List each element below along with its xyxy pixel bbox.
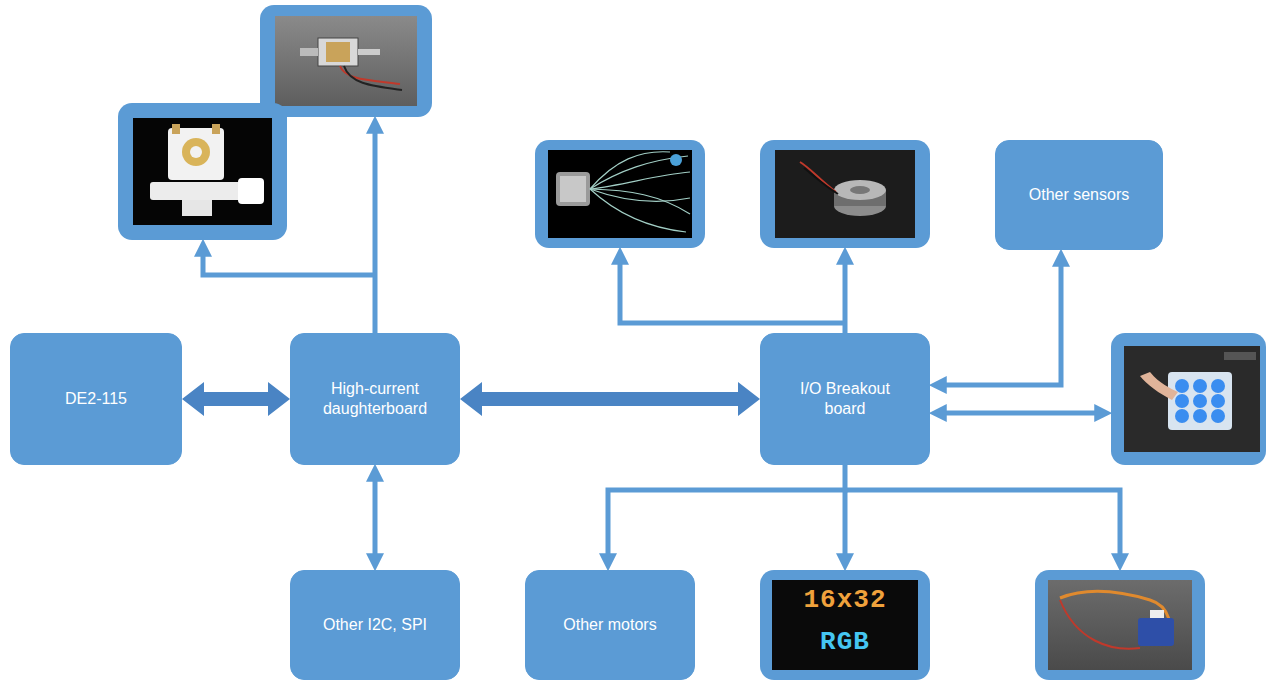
fiber-light-picture bbox=[535, 140, 705, 248]
connector-arrow bbox=[608, 465, 845, 560]
box-label: DE2-115 bbox=[65, 389, 127, 409]
box-label: I/O Breakout board bbox=[790, 379, 900, 419]
keypad-picture bbox=[1111, 333, 1266, 465]
servo-picture bbox=[1035, 570, 1205, 680]
valve-picture bbox=[118, 103, 287, 240]
breakout-board-box: I/O Breakout board bbox=[760, 333, 930, 465]
box-label: Other sensors bbox=[1029, 185, 1129, 205]
bus-arrow bbox=[182, 382, 290, 416]
fpga-board-box: DE2-115 bbox=[10, 333, 182, 465]
box-label: High-current daughterboard bbox=[315, 379, 435, 419]
bus-arrow bbox=[460, 382, 760, 416]
picture-text: RGB bbox=[820, 627, 870, 657]
box-label: Other motors bbox=[563, 615, 656, 635]
box-label: Other I2C, SPI bbox=[323, 615, 427, 635]
motor-box: Other motors bbox=[525, 570, 695, 680]
vibration-speaker-picture bbox=[760, 140, 930, 248]
daughterboard-box: High-current daughterboard bbox=[290, 333, 460, 465]
led-matrix-picture bbox=[760, 570, 930, 680]
solenoid-picture bbox=[260, 5, 432, 117]
connector-arrow bbox=[940, 260, 1061, 385]
connector-arrow bbox=[373, 475, 378, 560]
picture-wires bbox=[203, 127, 1120, 560]
bus-box: Other I2C, SPI bbox=[290, 570, 460, 680]
picture-text: 16x32 bbox=[803, 585, 886, 615]
sensor-box: Other sensors bbox=[995, 140, 1163, 250]
